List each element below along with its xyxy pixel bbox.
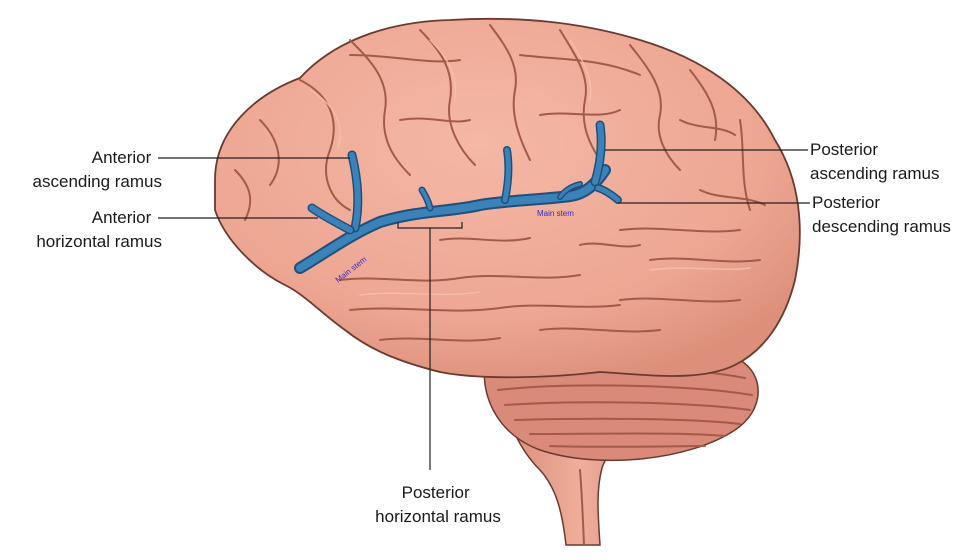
main-stem-label-right: Main stem bbox=[537, 209, 574, 218]
label-posterior-descending: Posterior descending ramus bbox=[812, 193, 951, 236]
label-posterior-ascending: Posterior ascending ramus bbox=[810, 140, 939, 183]
label-anterior-ascending: Anterior ascending ramus bbox=[33, 148, 162, 191]
label-posterior-horizontal: Posterior horizontal ramus bbox=[375, 483, 501, 526]
label-anterior-horizontal: Anterior horizontal ramus bbox=[36, 208, 162, 251]
